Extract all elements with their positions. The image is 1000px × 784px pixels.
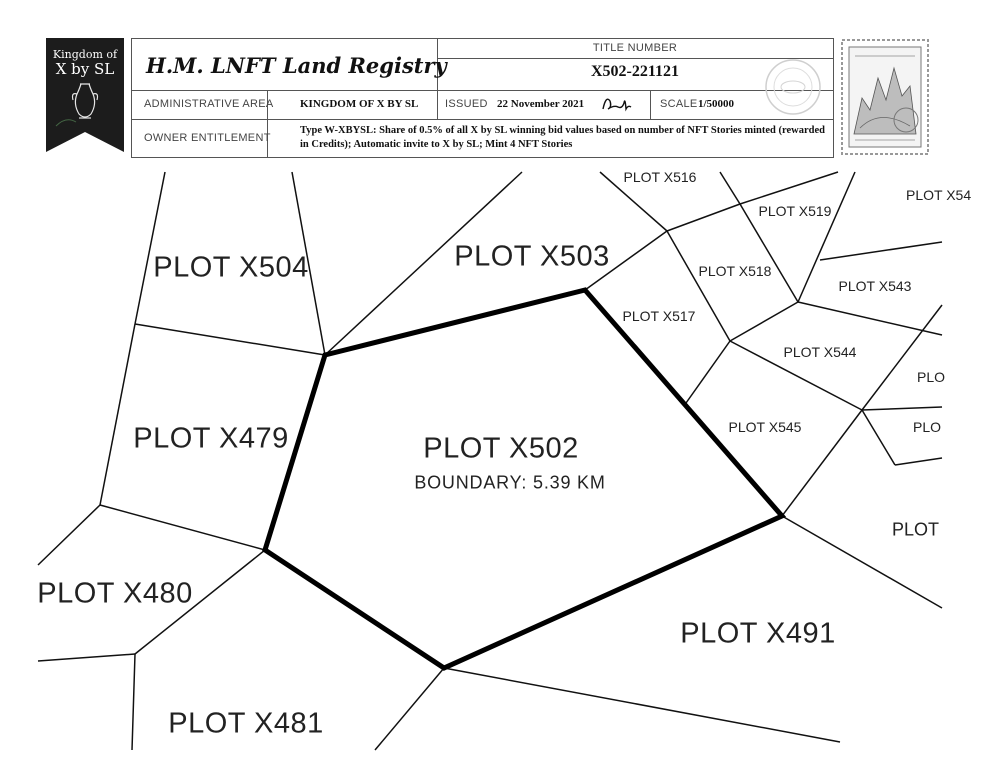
owner-entitlement-label: OWNER ENTITLEMENT (144, 132, 271, 144)
admin-area-value: KINGDOM OF X BY SL (300, 98, 419, 110)
title-number-label: TITLE NUMBER (592, 42, 678, 54)
registry-seal-icon (765, 59, 821, 115)
plot-x544-label: PLOT X544 (783, 344, 857, 360)
banner-line-1: Kingdom of (52, 48, 118, 61)
plot-x516-label: PLOT X516 (623, 169, 697, 185)
plot-x480-label: PLOT X480 (37, 577, 193, 610)
kingdom-banner: Kingdom of X by SL (46, 38, 124, 152)
issued-label: ISSUED (445, 98, 488, 110)
title-number: X502-221121 (591, 63, 679, 80)
owner-entitlement-text: Type W-XBYSL: Share of 0.5% of all X by … (300, 125, 825, 150)
plot-x517-label: PLOT X517 (622, 308, 696, 324)
plot-right-a-label: PLO (917, 369, 946, 385)
plot-x543-label: PLOT X543 (838, 278, 912, 294)
scale-label: SCALE (660, 98, 698, 110)
plot-x503-label: PLOT X503 (454, 240, 610, 273)
plot-right-b-label: PLO (913, 419, 942, 435)
banner-line-2: X by SL (55, 60, 115, 78)
plot-x504-label: PLOT X504 (153, 251, 309, 284)
registry-header: H.M. LNFT Land Registry TITLE NUMBER X50… (131, 38, 834, 158)
plot-x543-top-label: PLOT X54 (906, 187, 972, 203)
plot-x481-label: PLOT X481 (168, 707, 324, 740)
plot-x479-label: PLOT X479 (133, 422, 289, 455)
scale-value: 1/50000 (698, 98, 735, 110)
plot-x545-label: PLOT X545 (728, 419, 802, 435)
signature-icon (602, 98, 632, 112)
banner-shape (46, 38, 124, 152)
branch-icon (55, 119, 77, 127)
admin-area-label: ADMINISTRATIVE AREA (144, 98, 274, 110)
postage-stamp-icon (841, 39, 929, 155)
plot-right-c-label: PLOT (892, 519, 940, 540)
registry-title: H.M. LNFT Land Registry (146, 53, 447, 78)
amphora-icon (71, 83, 99, 119)
plot-x502-label: PLOT X502 (423, 432, 579, 465)
issued-date: 22 November 2021 (497, 98, 585, 110)
plot-x519-label: PLOT X519 (758, 203, 832, 219)
banner-title: Kingdom of X by SL (46, 48, 124, 78)
plot-x502-boundary-label: BOUNDARY: 5.39 KM (414, 472, 606, 493)
plot-x491-label: PLOT X491 (680, 617, 836, 650)
plot-x518-label: PLOT X518 (698, 263, 772, 279)
